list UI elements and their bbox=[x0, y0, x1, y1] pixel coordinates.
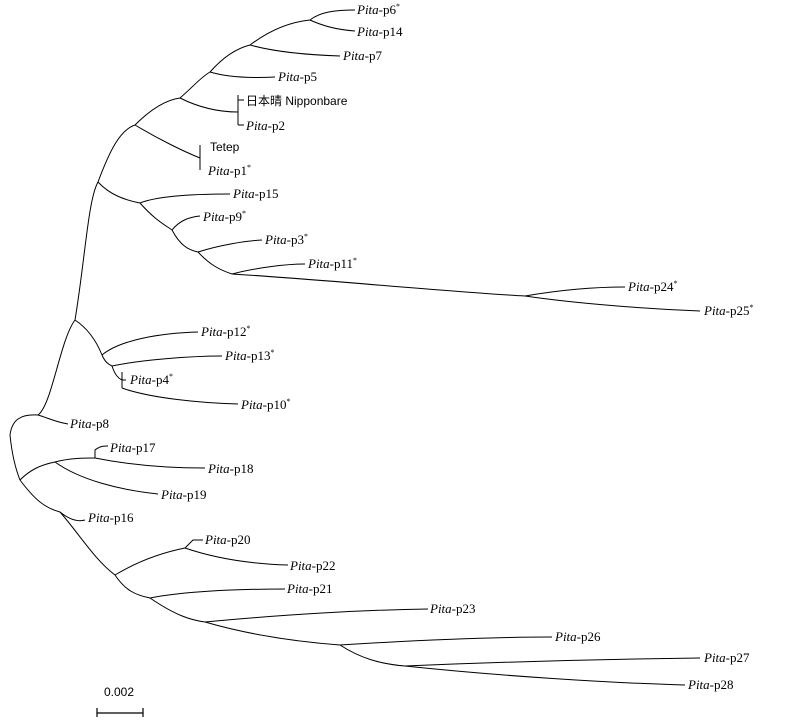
leaf-label-tetep: Tetep bbox=[210, 140, 240, 154]
branch bbox=[209, 44, 251, 73]
branch bbox=[149, 588, 286, 599]
branch bbox=[204, 608, 429, 623]
branch bbox=[209, 71, 276, 78]
branch bbox=[59, 511, 116, 576]
leaf-label-pita-p6: Pita-p6* bbox=[356, 2, 400, 17]
leaf-label-pita-p19: Pita-p19 bbox=[160, 487, 207, 502]
scale-bar-line bbox=[96, 708, 144, 717]
branch bbox=[184, 547, 289, 566]
branch bbox=[74, 319, 103, 356]
branch bbox=[171, 215, 201, 231]
branch bbox=[404, 665, 686, 686]
leaf-label-nipponbare: 日本晴 Nipponbare bbox=[246, 94, 348, 108]
branch bbox=[54, 457, 96, 463]
branch bbox=[19, 461, 56, 481]
leaf-label-pita-p23: Pita-p23 bbox=[429, 601, 476, 616]
leaf-labels: Pita-p6* Pita-p14 Pita-p7 Pita-p5 日本晴 Ni… bbox=[69, 2, 754, 692]
branch bbox=[101, 354, 113, 367]
leaf-label-pita-p9: Pita-p9* bbox=[202, 209, 246, 224]
leaf-label-pita-p25: Pita-p25* bbox=[703, 303, 754, 318]
branch bbox=[524, 295, 701, 312]
leaf-label-pita-p22: Pita-p22 bbox=[289, 558, 336, 573]
leaf-label-pita-p24: Pita-p24* bbox=[627, 279, 678, 294]
branch bbox=[204, 621, 341, 646]
branch bbox=[184, 539, 203, 549]
leaf-label-pita-p26: Pita-p26 bbox=[554, 629, 601, 644]
leaf-label-pita-p12: Pita-p12* bbox=[200, 324, 251, 339]
branch bbox=[94, 445, 109, 458]
branch bbox=[179, 71, 211, 99]
branch bbox=[74, 181, 99, 321]
leaf-label-pita-p7: Pita-p7 bbox=[342, 48, 383, 63]
branch bbox=[101, 331, 199, 356]
branch bbox=[121, 387, 239, 405]
leaf-label-pita-p16: Pita-p16 bbox=[87, 510, 134, 525]
branch bbox=[231, 263, 306, 275]
branch bbox=[149, 597, 206, 623]
leaf-label-pita-p8: Pita-p8 bbox=[69, 416, 109, 431]
tree-branches bbox=[9, 9, 701, 686]
branch bbox=[59, 511, 86, 522]
leaf-label-pita-p27: Pita-p27 bbox=[703, 650, 750, 665]
scale-bar: 0.002 bbox=[96, 685, 144, 717]
leaf-label-pita-p3: Pita-p3* bbox=[264, 232, 308, 247]
branch bbox=[339, 636, 553, 646]
branch bbox=[171, 229, 199, 253]
branch bbox=[309, 9, 356, 21]
leaf-label-pita-p5: Pita-p5 bbox=[277, 69, 317, 84]
leaf-label-pita-p2: Pita-p2 bbox=[245, 118, 285, 133]
branch bbox=[179, 97, 239, 113]
leaf-label-pita-p11: Pita-p11* bbox=[307, 256, 357, 271]
branch bbox=[37, 414, 69, 425]
branch bbox=[9, 434, 21, 481]
branch bbox=[139, 193, 231, 204]
branch bbox=[197, 251, 233, 275]
leaf-label-pita-p1: Pita-p1* bbox=[207, 163, 251, 178]
branch bbox=[37, 319, 76, 416]
branch bbox=[309, 19, 356, 32]
branch bbox=[231, 273, 526, 297]
leaf-label-pita-p20: Pita-p20 bbox=[204, 532, 251, 547]
branch bbox=[197, 239, 263, 253]
branch bbox=[134, 97, 181, 126]
branch bbox=[19, 479, 61, 513]
leaf-label-pita-p17: Pita-p17 bbox=[109, 440, 156, 455]
branch bbox=[114, 547, 186, 576]
branch bbox=[134, 124, 201, 159]
leaf-label-pita-p13: Pita-p13* bbox=[224, 348, 275, 363]
branch bbox=[139, 202, 173, 231]
leaf-label-pita-p21: Pita-p21 bbox=[286, 581, 333, 596]
branch bbox=[94, 457, 206, 469]
branch bbox=[54, 461, 159, 495]
branch bbox=[114, 574, 151, 599]
branch bbox=[249, 19, 311, 46]
branch bbox=[249, 44, 341, 57]
branch bbox=[339, 644, 406, 667]
branch bbox=[97, 181, 141, 204]
branch bbox=[111, 365, 123, 381]
branch bbox=[404, 657, 701, 667]
leaf-label-pita-p28: Pita-p28 bbox=[687, 677, 734, 692]
branch bbox=[9, 414, 39, 436]
branch bbox=[111, 355, 223, 367]
leaf-label-pita-p18: Pita-p18 bbox=[207, 461, 254, 476]
leaf-label-pita-p4: Pita-p4* bbox=[129, 372, 173, 387]
leaf-label-pita-p15: Pita-p15 bbox=[232, 186, 279, 201]
branch bbox=[97, 124, 136, 183]
branch bbox=[524, 286, 626, 297]
scale-bar-label: 0.002 bbox=[104, 685, 134, 699]
leaf-label-pita-p10: Pita-p10* bbox=[240, 397, 291, 412]
leaf-label-pita-p14: Pita-p14 bbox=[356, 24, 403, 39]
